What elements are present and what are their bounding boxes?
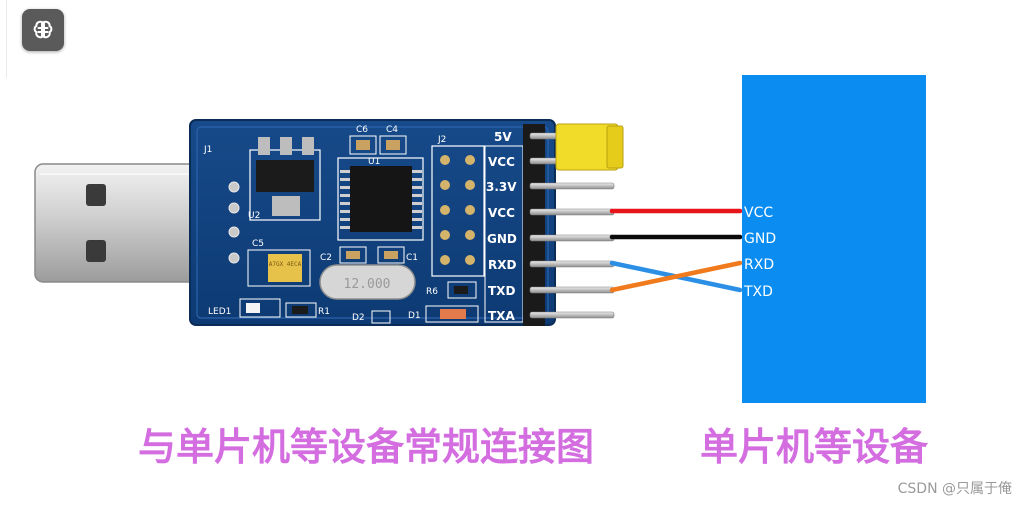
usb-ttl-board: A7GX 4ECA 12.000 J1 xyxy=(189,119,624,326)
device-label-txd: TXD xyxy=(743,284,773,300)
mcu-device-block xyxy=(742,75,926,403)
label-j1: J1 xyxy=(203,145,212,155)
pin-label-5v: 5V xyxy=(494,130,512,144)
crystal-label: 12.000 xyxy=(344,277,391,292)
label-led1: LED1 xyxy=(208,307,231,317)
pin-label-3v3: 3.3V xyxy=(486,180,517,194)
pin-label-vcc-1: VCC xyxy=(488,155,515,169)
label-d2: D2 xyxy=(352,313,365,323)
wires xyxy=(609,208,743,293)
device-label-vcc: VCC xyxy=(744,205,773,221)
label-u2: U2 xyxy=(248,211,260,221)
label-u1: U1 xyxy=(368,157,380,167)
label-c2: C2 xyxy=(320,253,332,263)
device-label-rxd: RXD xyxy=(744,257,774,273)
watermark: CSDN @只属于俺 xyxy=(897,481,1012,497)
pin-label-vcc-2: VCC xyxy=(488,206,515,220)
left-panel-edge xyxy=(0,0,7,78)
label-c6: C6 xyxy=(356,125,368,135)
brain-icon xyxy=(33,20,53,39)
label-d1: D1 xyxy=(408,311,421,321)
pin-label-rxd: RXD xyxy=(488,258,516,272)
label-j2: J2 xyxy=(437,135,446,145)
label-r1: R1 xyxy=(318,307,330,317)
label-c1: C1 xyxy=(406,253,418,263)
brain-icon-button[interactable] xyxy=(22,9,64,51)
caption-left: 与单片机等设备常规连接图 xyxy=(138,425,595,469)
label-r6: R6 xyxy=(426,287,438,297)
pin-label-gnd: GND xyxy=(487,232,517,246)
device-label-gnd: GND xyxy=(744,231,776,247)
caption-right: 单片机等设备 xyxy=(700,425,929,469)
pin-label-txd: TXD xyxy=(488,284,515,298)
tantalum-label: A7GX 4ECA xyxy=(269,261,302,268)
label-c5: C5 xyxy=(252,239,264,249)
wire-txd xyxy=(609,260,743,293)
label-c4: C4 xyxy=(386,125,398,135)
pin-label-txa: TXA xyxy=(488,309,515,323)
